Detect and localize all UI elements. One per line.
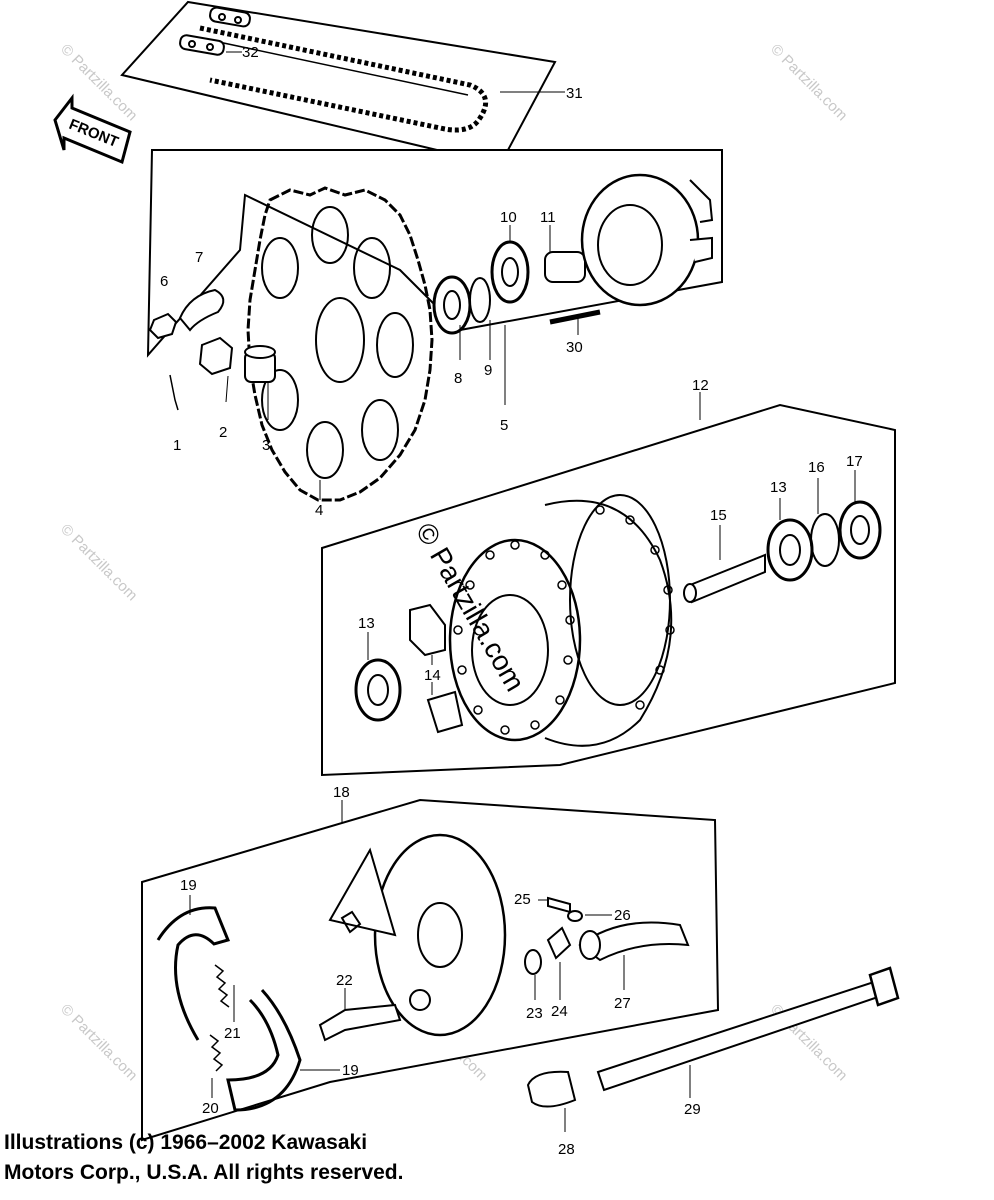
brake-panel — [141, 798, 720, 1142]
callout-5: 5 — [500, 417, 508, 434]
svg-text:© Partzilla.com: © Partzilla.com — [57, 521, 140, 604]
callout-1: 1 — [173, 437, 181, 454]
sprocket — [246, 186, 434, 502]
callout-30: 30 — [566, 339, 583, 356]
callout-26: 26 — [614, 907, 631, 924]
callout-19-bottom: 19 — [342, 1062, 359, 1079]
callout-19-top: 19 — [180, 877, 197, 894]
axle — [526, 966, 900, 1108]
sprocket-panel — [146, 149, 723, 502]
copyright-notice: Illustrations (c) 1966–2002 Kawasaki Mot… — [4, 1128, 403, 1188]
callout-15: 15 — [710, 507, 727, 524]
callout-31: 31 — [566, 85, 583, 102]
callout-29: 29 — [684, 1101, 701, 1118]
callout-25: 25 — [514, 891, 531, 908]
callout-24: 24 — [551, 1003, 568, 1020]
callout-8: 8 — [454, 370, 462, 387]
callout-32: 32 — [242, 44, 259, 61]
callout-3: 3 — [262, 437, 270, 454]
callout-4: 4 — [315, 502, 323, 519]
callout-23: 23 — [526, 1005, 543, 1022]
callout-17: 17 — [846, 453, 863, 470]
callout-21: 21 — [224, 1025, 241, 1042]
callout-7: 7 — [195, 249, 203, 266]
svg-text:© Partzilla.com: © Partzilla.com — [57, 1001, 140, 1084]
callout-13-right: 13 — [770, 479, 787, 496]
callout-28: 28 — [558, 1141, 575, 1158]
callout-20: 20 — [202, 1100, 219, 1117]
copyright-line-2: Motors Corp., U.S.A. All rights reserved… — [4, 1161, 404, 1184]
hub-panel — [321, 403, 896, 777]
callout-27: 27 — [614, 995, 631, 1012]
chain-panel — [120, 0, 565, 167]
callout-14: 14 — [424, 667, 441, 684]
callout-9: 9 — [484, 362, 492, 379]
callout-2: 2 — [219, 424, 227, 441]
callout-22: 22 — [336, 972, 353, 989]
copyright-line-1: Illustrations (c) 1966–2002 Kawasaki — [4, 1131, 368, 1154]
callouts: 32 31 7 6 2 1 3 4 5 8 9 10 11 30 12 15 1… — [160, 44, 863, 1158]
callout-10: 10 — [500, 209, 517, 226]
callout-13-left: 13 — [358, 615, 375, 632]
callout-12: 12 — [692, 377, 709, 394]
callout-16: 16 — [808, 459, 825, 476]
callout-11: 11 — [540, 209, 556, 226]
callout-6: 6 — [160, 273, 168, 290]
svg-text:© Partzilla.com: © Partzilla.com — [767, 41, 850, 124]
callout-18: 18 — [333, 784, 350, 801]
